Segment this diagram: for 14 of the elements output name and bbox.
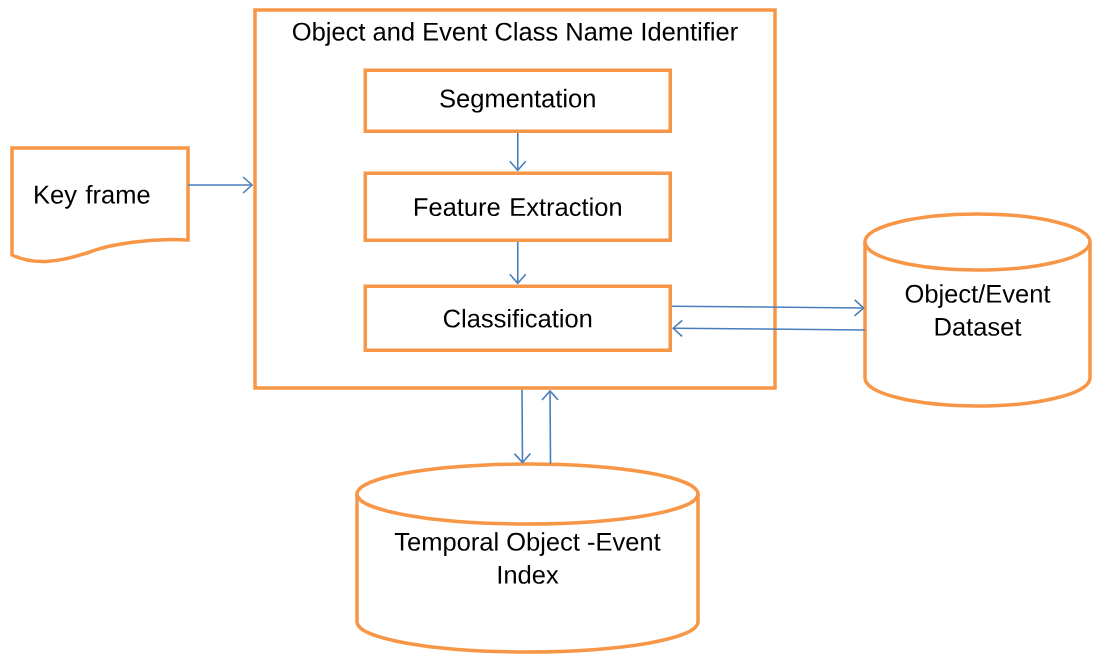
arrow [671, 299, 865, 317]
arrow [672, 319, 866, 338]
process-box: Feature Extraction [363, 171, 672, 242]
database-cylinder: Temporal Object -Event Index [355, 462, 700, 654]
arrow [187, 176, 254, 194]
arrow [513, 388, 532, 464]
process-box: Classification [363, 284, 672, 352]
arrow [541, 389, 559, 465]
arrow [508, 241, 527, 285]
arrow [508, 132, 527, 172]
process-box: Segmentation [363, 68, 672, 133]
node-label: Object/Event Dataset [905, 284, 1051, 336]
database-cylinder: Object/Event Dataset [863, 212, 1092, 408]
node-label: Temporal Object -Event Index [394, 532, 661, 584]
